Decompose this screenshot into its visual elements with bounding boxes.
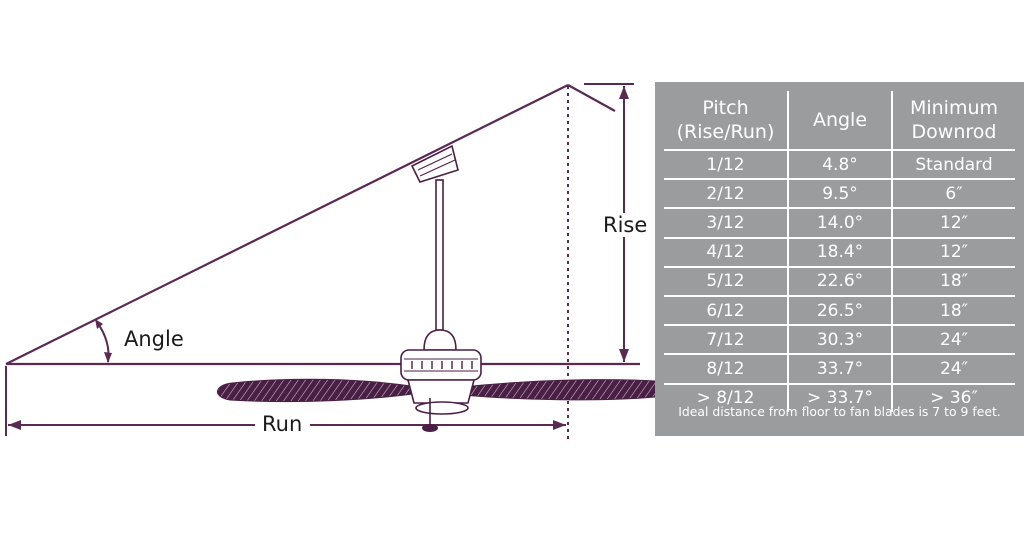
downrod-cell: 12″ — [891, 207, 1015, 238]
table-header-row: Pitch (Rise/Run) Angle Minimum Downrod — [664, 91, 1015, 151]
pitch-table: Pitch (Rise/Run) Angle Minimum Downrod 1… — [664, 91, 1015, 412]
angle-cell: > 33.7° — [787, 382, 892, 412]
downrod-cell: 12″ — [891, 236, 1015, 267]
pitch-cell: > 8/12 — [664, 382, 788, 412]
table-row: 4/12 18.4° 12″ — [664, 236, 1015, 267]
angle-arc-head-top — [95, 319, 103, 329]
fan-downrod — [435, 179, 444, 331]
angle-arc-head-bottom — [104, 352, 112, 363]
rise-arrow-head-top — [619, 86, 629, 99]
table-row: 8/12 33.7° 24″ — [664, 353, 1015, 384]
angle-cell: 22.6° — [787, 265, 892, 296]
angle-cell: 9.5° — [787, 178, 892, 209]
fan-motor-housing — [400, 349, 482, 381]
fan-lower-housing — [406, 379, 476, 404]
downrod-cell: > 36″ — [891, 382, 1015, 412]
pitch-cell: 1/12 — [664, 148, 788, 180]
fan-light-kit — [415, 401, 469, 415]
angle-cell: 33.7° — [787, 353, 892, 384]
downrod-cell: Standard — [891, 148, 1015, 180]
angle-cell: 18.4° — [787, 236, 892, 267]
downrod-cell: 24″ — [891, 353, 1015, 384]
downrod-cell: 18″ — [891, 265, 1015, 296]
table-row: 1/12 4.8° Standard — [664, 148, 1015, 180]
rise-label: Rise — [600, 213, 651, 237]
downrod-cell: 6″ — [891, 178, 1015, 209]
angle-cell: 14.0° — [787, 207, 892, 238]
fan-finial — [422, 424, 438, 432]
pitch-cell: 3/12 — [664, 207, 788, 238]
fan-blade-left — [217, 378, 421, 403]
fan-motor-top — [423, 329, 457, 351]
angle-cell: 26.5° — [787, 294, 892, 326]
pitch-cell: 6/12 — [664, 294, 788, 326]
angle-cell: 30.3° — [787, 324, 892, 355]
table-row: 3/12 14.0° 12″ — [664, 207, 1015, 238]
pitch-cell: 8/12 — [664, 353, 788, 384]
roof-overhang-line — [567, 84, 616, 112]
angle-cell: 4.8° — [787, 148, 892, 180]
pitch-column-header: Pitch (Rise/Run) — [664, 91, 788, 151]
pitch-cell: 2/12 — [664, 178, 788, 209]
downrod-column-header: Minimum Downrod — [891, 91, 1015, 151]
pitch-table-panel: Pitch (Rise/Run) Angle Minimum Downrod 1… — [655, 82, 1024, 436]
downrod-cell: 18″ — [891, 294, 1015, 326]
run-label: Run — [262, 412, 303, 436]
angle-column-header: Angle — [787, 91, 892, 151]
pitch-cell: 4/12 — [664, 236, 788, 267]
table-footnote: Ideal distance from floor to fan blades … — [678, 404, 1001, 419]
pitch-cell: 7/12 — [664, 324, 788, 355]
angle-label: Angle — [124, 327, 184, 351]
roof-slope-line — [5, 84, 569, 365]
run-arrow-head-right — [553, 420, 566, 430]
run-arrow-head-left — [8, 420, 21, 430]
downrod-cell: 24″ — [891, 324, 1015, 355]
ceiling-fan-illustration — [217, 144, 670, 432]
fan-canopy — [410, 144, 459, 183]
pitch-cell: 5/12 — [664, 265, 788, 296]
table-row: > 8/12 > 33.7° > 36″ — [664, 382, 1015, 412]
table-row: 2/12 9.5° 6″ — [664, 178, 1015, 209]
table-row: 6/12 26.5° 18″ — [664, 294, 1015, 326]
table-row: 7/12 30.3° 24″ — [664, 324, 1015, 355]
fan-blade-right — [461, 379, 670, 401]
table-row: 5/12 22.6° 18″ — [664, 265, 1015, 296]
rise-arrow-head-bottom — [619, 349, 629, 362]
